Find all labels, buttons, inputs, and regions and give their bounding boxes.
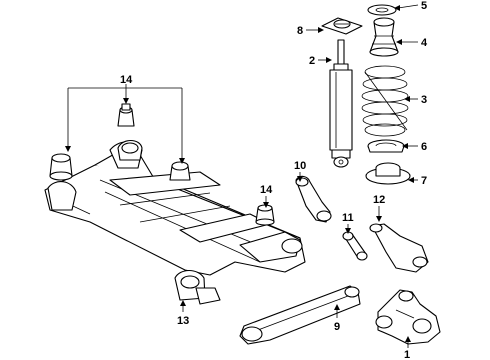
knuckle: [375, 289, 441, 345]
callout-1: 1: [404, 349, 410, 360]
coil-spring: [361, 65, 409, 137]
callout-14-right: 14: [260, 184, 273, 196]
callout-5: 5: [421, 0, 427, 12]
callout-8: 8: [297, 25, 303, 37]
callout-9: 9: [334, 321, 340, 333]
callout-11: 11: [342, 212, 354, 224]
callout-2: 2: [309, 55, 315, 67]
lower-control-arm: [369, 223, 429, 273]
lower-insulator: [365, 162, 411, 185]
top-cap: [367, 4, 397, 16]
shock-absorber: [329, 39, 353, 168]
callout-7: 7: [421, 175, 427, 187]
trailing-arm: [239, 285, 361, 345]
callout-10: 10: [294, 160, 306, 172]
callout-6: 6: [421, 141, 427, 153]
spring-seat: [367, 139, 405, 153]
callout-3: 3: [421, 94, 427, 106]
bump-stop: [369, 17, 399, 57]
bushing-arm: [255, 204, 275, 226]
upper-mount: [321, 17, 363, 35]
bushing-left: [49, 153, 73, 181]
toe-link: [342, 231, 368, 261]
subframe: [44, 139, 306, 305]
bushing-right: [169, 161, 191, 181]
callout-12: 12: [373, 194, 385, 206]
callout-14-left: 14: [120, 74, 133, 86]
callout-13: 13: [177, 315, 189, 327]
leader-lines: [180, 4, 419, 348]
callout-14a-bracket: [65, 84, 185, 164]
upper-control-arm: [295, 175, 332, 223]
bushing-top: [117, 103, 135, 127]
callout-4: 4: [421, 37, 428, 49]
